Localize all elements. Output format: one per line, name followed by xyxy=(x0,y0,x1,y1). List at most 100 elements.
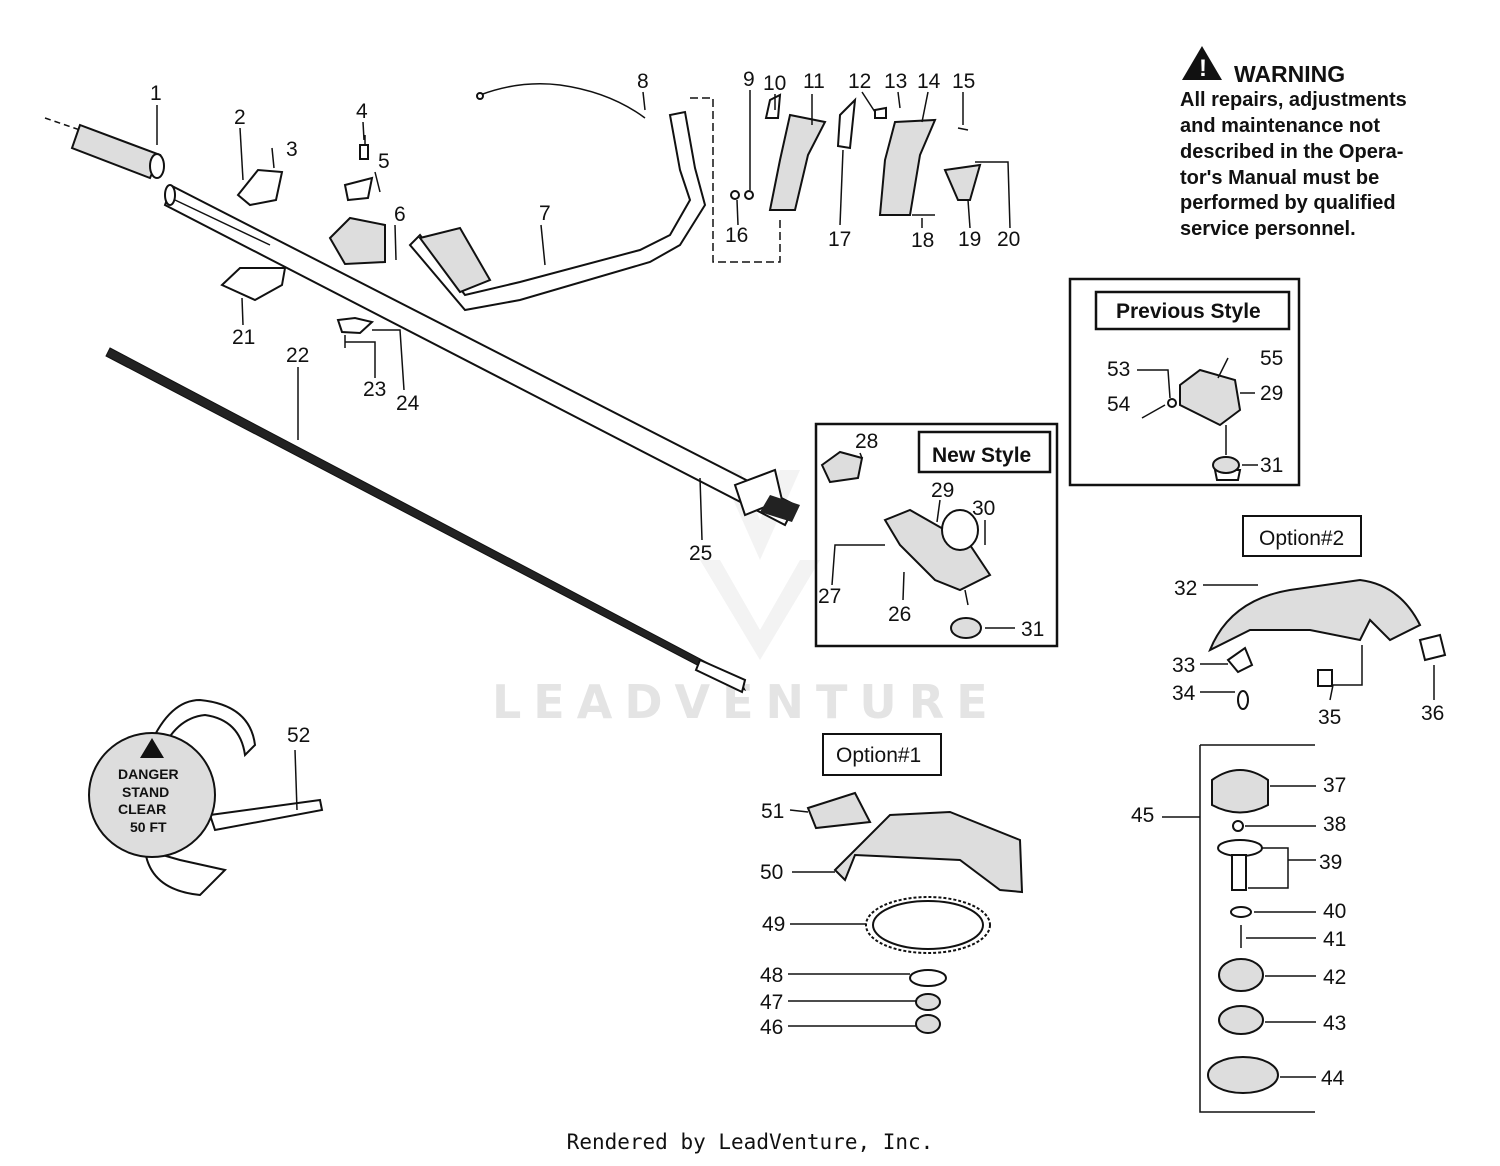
callout-27: 27 xyxy=(818,585,841,608)
callout-32: 32 xyxy=(1174,577,1197,600)
callout-14: 14 xyxy=(917,70,941,93)
callout-18: 18 xyxy=(911,229,934,252)
callout-5: 5 xyxy=(378,150,390,173)
option2-panel: Option#2 xyxy=(1208,515,1447,710)
option1-panel: Option#1 xyxy=(806,733,1024,1034)
callout-8: 8 xyxy=(637,70,649,93)
option1-title: Option#1 xyxy=(836,744,921,767)
callout-28: 28 xyxy=(855,430,878,453)
callout-50: 50 xyxy=(760,861,783,884)
shaft-end-clamp-25 xyxy=(733,468,800,522)
shaft-clamp-part-2 xyxy=(236,147,284,207)
callout-2: 2 xyxy=(234,106,246,129)
callout-42: 42 xyxy=(1323,966,1346,989)
callout-numbers: 1 2 3 4 5 6 7 8 9 10 11 12 13 14 15 16 1… xyxy=(150,68,1444,1090)
callout-26: 26 xyxy=(888,603,911,626)
harness-part-52: DANGER STAND CLEAR 50 FT xyxy=(88,698,324,897)
handle-half-part-14 xyxy=(874,106,969,216)
danger-text: 50 FT xyxy=(130,819,167,835)
callout-3: 3 xyxy=(286,138,298,161)
callout-53: 53 xyxy=(1107,358,1130,381)
trimmer-head-assembly xyxy=(1199,744,1315,1113)
grip-part-1 xyxy=(44,117,165,180)
callout-7: 7 xyxy=(539,202,551,225)
callout-48: 48 xyxy=(760,964,783,987)
callout-1: 1 xyxy=(150,82,162,105)
previous-style-title: Previous Style xyxy=(1116,300,1261,323)
callout-44: 44 xyxy=(1321,1067,1345,1090)
danger-text: CLEAR xyxy=(118,801,166,817)
callout-23: 23 xyxy=(363,378,386,401)
callout-13: 13 xyxy=(884,70,907,93)
loop-handle-part-7 xyxy=(408,110,707,312)
leader-lines xyxy=(156,90,1435,1078)
flex-drive-cable xyxy=(105,347,747,694)
warning-line: and maintenance not xyxy=(1180,115,1380,137)
main-shaft-tube xyxy=(163,184,797,527)
warning-line: All repairs, adjustments xyxy=(1180,89,1407,111)
parts-diagram: LEADVENTURE xyxy=(44,46,1447,1113)
danger-text: STAND xyxy=(122,784,169,800)
wire-part-8 xyxy=(476,83,646,119)
callout-19: 19 xyxy=(958,228,981,251)
new-style-panel: New Style xyxy=(814,422,1059,648)
callout-9: 9 xyxy=(743,68,755,91)
callout-15: 15 xyxy=(952,70,975,93)
callout-10: 10 xyxy=(763,72,786,95)
handle-bracket-box xyxy=(690,97,781,263)
warning-block: ! WARNING All repairs, adjustments and m… xyxy=(1180,46,1407,240)
callout-6: 6 xyxy=(394,203,406,226)
screw-part-23 xyxy=(336,316,375,348)
callout-31: 31 xyxy=(1021,618,1044,641)
clamp-part-21 xyxy=(220,267,287,302)
callout-31-previous: 31 xyxy=(1260,454,1283,477)
warning-triangle-icon xyxy=(1182,46,1222,80)
throttle-housing-part-11 xyxy=(730,93,827,211)
callout-20: 20 xyxy=(997,228,1020,251)
callout-36: 36 xyxy=(1421,702,1444,725)
callout-24: 24 xyxy=(396,392,420,415)
callout-51: 51 xyxy=(761,800,784,823)
bracket-part-6 xyxy=(328,135,386,266)
previous-style-panel: Previous Style xyxy=(1068,277,1301,487)
callout-29-previous: 29 xyxy=(1260,382,1283,405)
callout-22: 22 xyxy=(286,344,309,367)
callout-30: 30 xyxy=(972,497,995,520)
callout-52: 52 xyxy=(287,724,310,747)
callout-34: 34 xyxy=(1172,682,1196,705)
exclamation-icon: ! xyxy=(1199,55,1207,82)
watermark-text: LEADVENTURE xyxy=(492,675,1000,729)
callout-37: 37 xyxy=(1323,774,1346,797)
trigger-part-17 xyxy=(836,97,857,150)
option2-title: Option#2 xyxy=(1259,527,1344,550)
danger-text: DANGER xyxy=(118,766,179,782)
callout-38: 38 xyxy=(1323,813,1346,836)
footer-credit: Rendered by LeadVenture, Inc. xyxy=(566,1130,934,1154)
warning-title: WARNING xyxy=(1234,61,1345,87)
callout-47: 47 xyxy=(760,991,783,1014)
callout-54: 54 xyxy=(1107,393,1131,416)
callout-35: 35 xyxy=(1318,706,1341,729)
callout-46: 46 xyxy=(760,1016,783,1039)
callout-45: 45 xyxy=(1131,804,1154,827)
callout-55: 55 xyxy=(1260,347,1283,370)
callout-33: 33 xyxy=(1172,654,1195,677)
callout-17: 17 xyxy=(828,228,851,251)
callout-21: 21 xyxy=(232,326,255,349)
warning-line: described in the Opera- xyxy=(1180,141,1403,163)
lock-lever-part-19 xyxy=(943,163,982,201)
warning-line: tor's Manual must be xyxy=(1180,167,1379,189)
callout-12: 12 xyxy=(848,70,871,93)
callout-43: 43 xyxy=(1323,1012,1346,1035)
danger-triangle-icon xyxy=(140,738,164,758)
callout-11: 11 xyxy=(803,70,825,93)
callout-16: 16 xyxy=(725,224,748,247)
new-style-title: New Style xyxy=(932,444,1031,467)
callout-25: 25 xyxy=(689,542,712,565)
callout-49: 49 xyxy=(762,913,785,936)
warning-line: service personnel. xyxy=(1180,218,1356,240)
callout-40: 40 xyxy=(1323,900,1346,923)
callout-29: 29 xyxy=(931,479,954,502)
warning-line: performed by qualified xyxy=(1180,192,1396,214)
callout-41: 41 xyxy=(1323,928,1346,951)
